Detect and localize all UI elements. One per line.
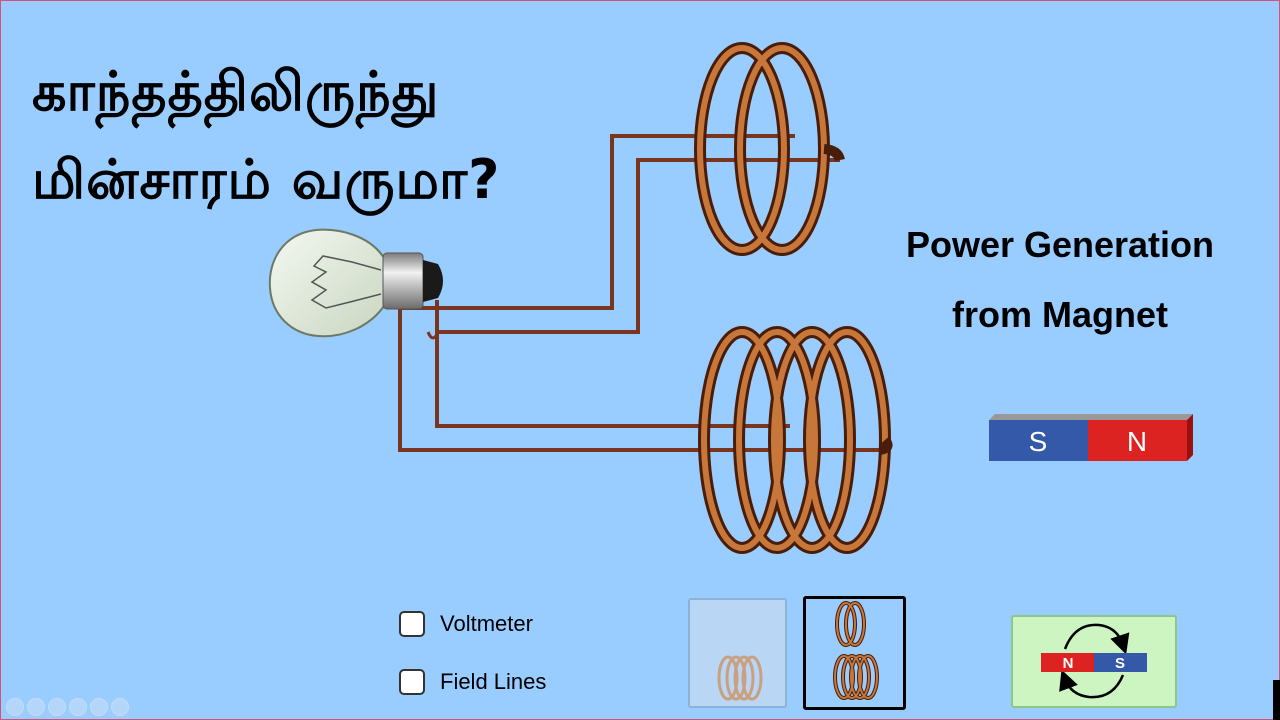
wire-bottom-coil-1 bbox=[398, 300, 880, 452]
rotate-arrows-icon: N S bbox=[1041, 623, 1147, 699]
wire-crossover bbox=[426, 331, 440, 340]
wires bbox=[398, 134, 880, 452]
wire-bottom-coil-2 bbox=[435, 300, 790, 428]
top-coil bbox=[694, 42, 845, 256]
bulb-icon bbox=[268, 228, 443, 338]
zoom-icon[interactable] bbox=[90, 698, 108, 716]
voltmeter-label: Voltmeter bbox=[440, 611, 533, 636]
coil-icon bbox=[833, 601, 879, 700]
coil-icon bbox=[717, 655, 763, 701]
subtitle-line-1: Power Generation bbox=[905, 224, 1215, 265]
rotate-magnet-button[interactable]: N S bbox=[1011, 615, 1177, 708]
magnet-north-label: N bbox=[1127, 426, 1147, 457]
title-line-2: மின்சாரம் வருமா? bbox=[32, 148, 501, 211]
field-lines-checkbox[interactable] bbox=[399, 669, 425, 695]
subtitle-line-2: from Magnet bbox=[952, 294, 1168, 335]
slides-icon[interactable] bbox=[69, 698, 87, 716]
next-icon[interactable] bbox=[27, 698, 45, 716]
bottom-coil bbox=[698, 326, 893, 554]
field-lines-option[interactable]: Field Lines bbox=[399, 669, 546, 695]
magnet-south-label: S bbox=[1029, 426, 1048, 457]
scroll-indicator bbox=[1273, 680, 1280, 720]
single-coil-button[interactable] bbox=[688, 598, 787, 708]
previous-icon[interactable] bbox=[6, 698, 24, 716]
double-coil-button[interactable] bbox=[803, 596, 906, 710]
more-icon[interactable] bbox=[111, 698, 129, 716]
voltmeter-checkbox[interactable] bbox=[399, 611, 425, 637]
rotate-north-label: N bbox=[1063, 655, 1074, 672]
rotate-south-label: S bbox=[1115, 655, 1125, 672]
player-toolbar bbox=[6, 698, 129, 716]
title-line-1: காந்தத்திலிருந்து bbox=[32, 60, 440, 123]
voltmeter-option[interactable]: Voltmeter bbox=[399, 611, 533, 637]
pen-icon[interactable] bbox=[48, 698, 66, 716]
field-lines-label: Field Lines bbox=[440, 669, 547, 694]
magnet-icon bbox=[989, 414, 1193, 461]
